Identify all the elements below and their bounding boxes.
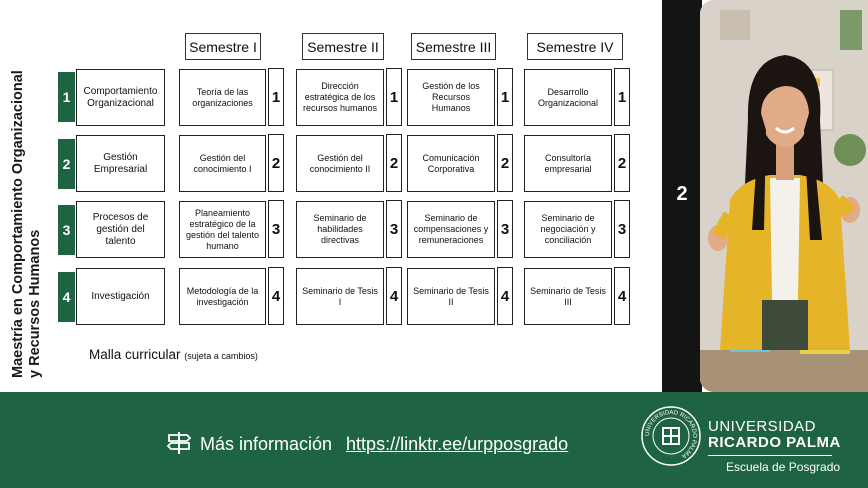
photo-woman [700,0,868,392]
course-cell: Dirección estratégica de los recursos hu… [296,69,384,126]
course-cell: Teoría de las organizaciones [179,69,266,126]
course-tag: 3 [268,200,284,258]
malla-label: Malla curricular [89,347,181,362]
curriculum-panel [0,0,662,392]
program-title-line2: y Recursos Humanos [27,229,43,378]
course-tag: 1 [614,68,630,126]
course-tag: 2 [386,134,402,192]
row-label-4: Investigación [76,268,165,325]
university-name-line1: UNIVERSIDAD [708,418,817,435]
course-cell: Comunicación Corporativa [407,135,495,192]
course-tag: 3 [497,200,513,258]
course-cell: Metodología de la investigación [179,268,266,325]
semester-header-3: Semestre III [411,33,496,60]
course-tag: 1 [386,68,402,126]
divider [708,455,832,456]
course-tag: 4 [497,267,513,325]
signpost-icon [166,430,192,459]
more-info-label: Más información [200,434,333,454]
university-name-line2: RICARDO PALMA [708,434,841,451]
course-cell: Seminario de negociación y conciliación [524,201,612,258]
school-name: Escuela de Posgrado [726,460,841,474]
course-cell: Seminario de Tesis I [296,268,384,325]
course-tag: 3 [614,200,630,258]
malla-note: (sujeta a cambios) [184,351,258,361]
course-tag: 4 [268,267,284,325]
course-cell: Consultoría empresarial [524,135,612,192]
semester-header-1: Semestre I [185,33,261,60]
program-title: Maestría en Comportamiento Organizaciona… [10,18,44,378]
course-tag: 3 [386,200,402,258]
course-cell: Desarrollo Organizacional [524,69,612,126]
row-number-4: 4 [58,272,75,322]
row-label-2: Gestión Empresarial [76,135,165,192]
woman-illustration [700,0,868,392]
course-cell: Gestión del conocimiento I [179,135,266,192]
university-seal-icon: UNIVERSIDAD RICARDO PALMA [641,406,701,466]
footer-bar [0,392,868,488]
malla-caption: Malla curricular (sujeta a cambios) [89,347,258,362]
course-cell: Planeamiento estratégico de la gestión d… [179,201,266,258]
row-number-2: 2 [58,139,75,189]
course-cell: Seminario de Tesis II [407,268,495,325]
row-number-1: 1 [58,72,75,122]
row-label-1: Comportamiento Organizacional [76,69,165,126]
course-cell: Seminario de Tesis III [524,268,612,325]
course-cell: Seminario de habilidades directivas [296,201,384,258]
course-tag: 2 [614,134,630,192]
semester-header-2: Semestre II [302,33,384,60]
course-tag: 2 [497,134,513,192]
course-tag: 4 [386,267,402,325]
course-tag: 1 [268,68,284,126]
slide-number: 2 [676,183,688,205]
course-cell: Gestión del conocimiento II [296,135,384,192]
side-strip [662,0,702,392]
course-cell: Gestión de los Recursos Humanos [407,69,495,126]
course-cell: Seminario de compensaciones y remuneraci… [407,201,495,258]
row-label-3: Procesos de gestión del talento [76,201,165,258]
semester-header-4: Semestre IV [527,33,623,60]
row-number-3: 3 [58,205,75,255]
course-tag: 2 [268,134,284,192]
more-info: Más información https://linktr.ee/urppos… [166,430,568,459]
course-tag: 4 [614,267,630,325]
course-tag: 1 [497,68,513,126]
program-title-line1: Maestría en Comportamiento Organizaciona… [10,70,26,378]
linktree-link[interactable]: https://linktr.ee/urpposgrado [346,434,569,454]
